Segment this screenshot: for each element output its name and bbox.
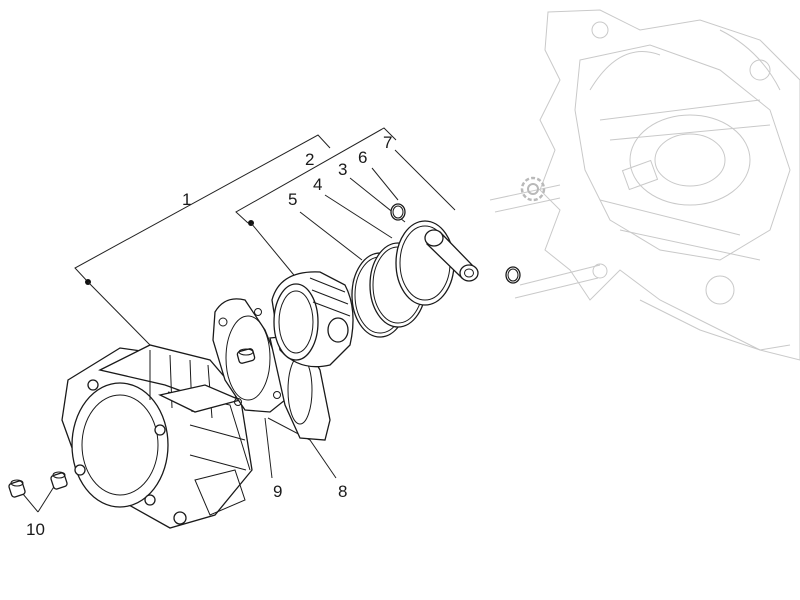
callout-1: 1 xyxy=(182,190,191,209)
callout-9: 9 xyxy=(273,482,282,501)
callout-7: 7 xyxy=(383,133,392,152)
callout-labels: 1 2 3 4 5 6 7 8 9 10 xyxy=(26,133,392,539)
leader-lines xyxy=(17,127,456,513)
oil-control-ring xyxy=(395,220,455,306)
piston-pin xyxy=(424,229,479,282)
gear-icon xyxy=(520,176,546,202)
dowel-pin-left xyxy=(8,479,26,498)
callout-6: 6 xyxy=(358,148,367,167)
piston-ring-set xyxy=(351,242,427,338)
callout-3: 3 xyxy=(338,160,347,179)
callout-2: 2 xyxy=(305,150,314,169)
callout-10: 10 xyxy=(26,520,45,539)
gasket-spacer xyxy=(236,348,256,364)
callout-8: 8 xyxy=(338,482,347,501)
cylinder-block xyxy=(61,344,253,529)
dowel-pin-right xyxy=(50,471,68,490)
piston xyxy=(271,271,354,368)
circlip-lower xyxy=(505,266,521,284)
callout-5: 5 xyxy=(288,190,297,209)
background-engine-ghost xyxy=(489,9,800,361)
circlip-upper xyxy=(390,203,406,221)
callout-4: 4 xyxy=(313,175,322,194)
